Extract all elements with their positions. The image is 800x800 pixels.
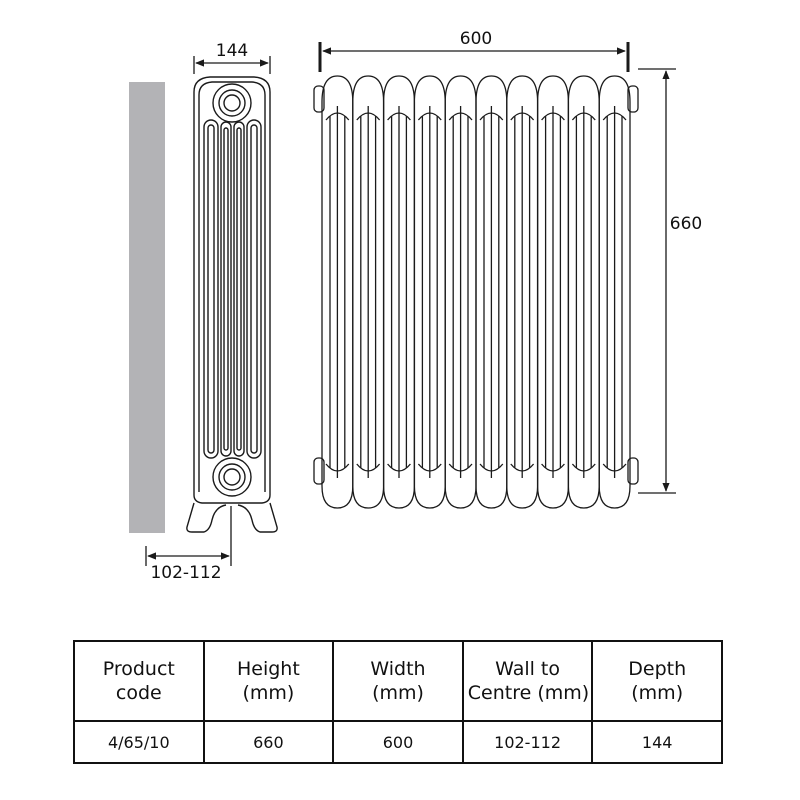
spec-table: Product code Height (mm) Width (mm) Wall…	[73, 640, 723, 764]
section-foot-curve	[541, 463, 565, 472]
end-connector-top-left	[313, 85, 325, 113]
height-label: 660	[670, 214, 702, 234]
section-head-curve	[571, 112, 596, 121]
bottom-connector-mid	[218, 463, 246, 491]
section-head-curve	[602, 112, 627, 121]
section-head-curve	[325, 112, 350, 121]
section-head-curve	[479, 112, 504, 121]
column-slot-1-inner	[207, 124, 215, 454]
side-body-inner-outline	[198, 81, 266, 492]
section-foot-curve	[602, 463, 627, 472]
section-foot-curve	[448, 463, 473, 472]
table-row: 4/65/10 660 600 102-112 144	[73, 720, 723, 764]
top-connector-outer	[212, 83, 252, 123]
section-foot-curve	[571, 463, 596, 472]
wall-to-centre-dimension	[145, 506, 232, 566]
radiator-technical-drawing: 144 102-112 600 660	[129, 29, 702, 583]
cell-depth: 144	[591, 720, 723, 764]
depth-dimension	[193, 56, 271, 74]
column-slot-3	[233, 121, 245, 457]
column-slot-2	[220, 121, 232, 457]
cell-wall-to-centre: 102-112	[461, 720, 594, 764]
section-foot-curve	[510, 463, 535, 472]
section-foot-curve	[417, 463, 442, 472]
section-foot-curve	[325, 463, 350, 472]
end-connector-bottom-right	[627, 457, 639, 485]
header-product-code: Product code	[73, 640, 205, 722]
section-head-curve	[417, 112, 442, 121]
bottom-connector-outer	[212, 457, 252, 497]
column-slot-4	[246, 119, 262, 459]
column-slot-4-inner	[250, 124, 258, 454]
column-slot-3-inner	[236, 127, 242, 451]
spec-table-header-row: Product code Height (mm) Width (mm) Wall…	[73, 640, 723, 722]
section-head-curve	[510, 112, 535, 121]
header-width: Width (mm)	[332, 640, 464, 722]
bottom-connector-inner	[223, 468, 241, 486]
cell-height: 660	[202, 720, 335, 764]
header-height: Height (mm)	[202, 640, 335, 722]
cell-product-code: 4/65/10	[73, 720, 205, 764]
section-foot-curve	[387, 463, 411, 472]
section-foot-curve	[479, 463, 504, 472]
column-slot-2-inner	[223, 127, 229, 451]
header-wall-to-centre: Wall to Centre (mm)	[461, 640, 594, 722]
depth-label: 144	[216, 41, 248, 61]
top-connector-inner	[223, 94, 241, 112]
side-foot-right	[237, 502, 278, 533]
side-body-outline	[193, 76, 271, 504]
width-dimension	[318, 42, 630, 72]
top-connector-mid	[218, 89, 246, 117]
section-head-curve	[387, 112, 411, 121]
radiator-front-view	[313, 75, 639, 509]
width-label: 600	[460, 29, 492, 49]
side-foot-left	[186, 502, 227, 533]
section-foot-curve	[356, 463, 381, 472]
column-slot-1	[203, 119, 219, 459]
height-dimension	[638, 68, 676, 494]
header-depth: Depth (mm)	[591, 640, 723, 722]
cell-width: 600	[332, 720, 464, 764]
section-head-curve	[541, 112, 565, 121]
end-connector-bottom-left	[313, 457, 325, 485]
radiator-section	[598, 75, 631, 509]
wall	[129, 82, 165, 533]
end-connector-top-right	[627, 85, 639, 113]
radiator-side-view	[186, 76, 278, 533]
section-head-curve	[356, 112, 381, 121]
wall-to-centre-label: 102-112	[150, 563, 221, 583]
section-head-curve	[448, 112, 473, 121]
